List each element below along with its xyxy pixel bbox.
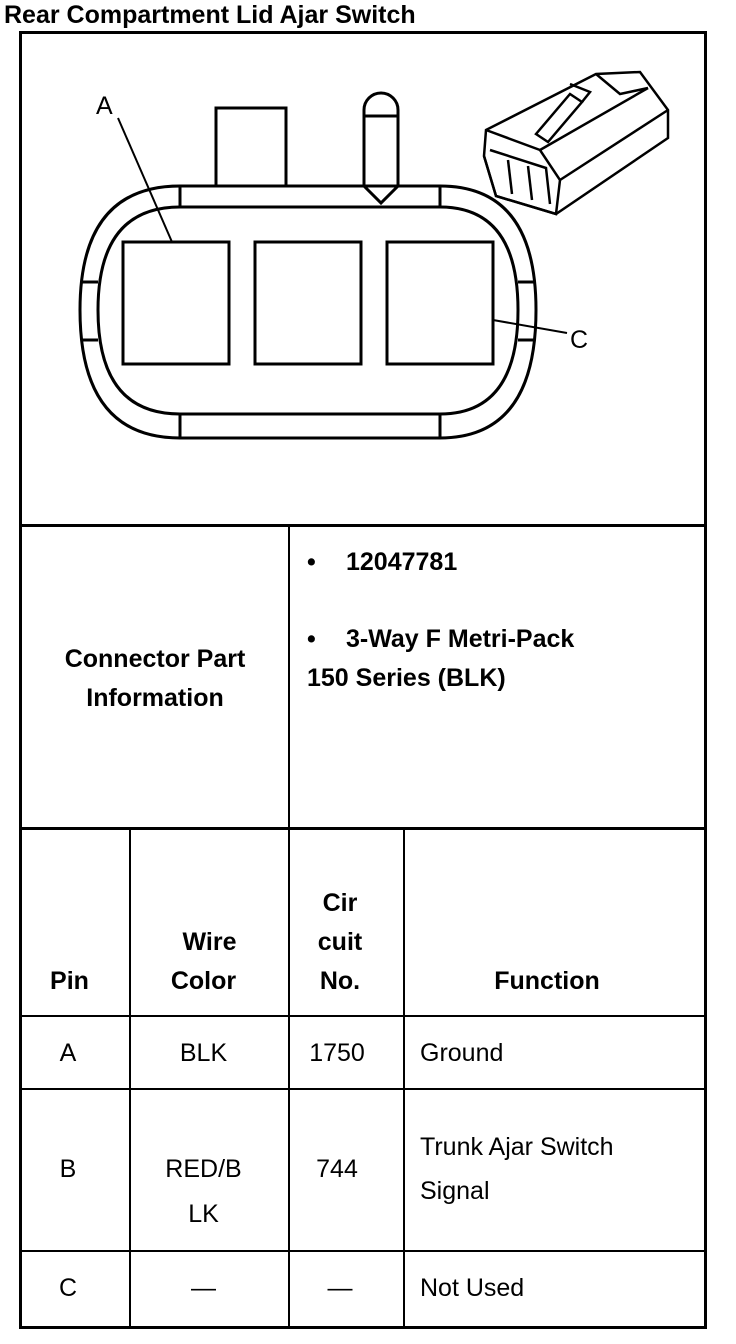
frame-bottom-border (19, 1326, 707, 1329)
frame-right-border (704, 31, 707, 1329)
connector-3d-illustration (482, 70, 670, 216)
cavity-b (253, 240, 363, 366)
header-function: Function (494, 967, 600, 995)
bullet-description: • (307, 625, 316, 653)
header-wire-color-line1: Wire (182, 928, 237, 956)
row-a-function: Ground (420, 1039, 504, 1067)
divider-wire-circuit (288, 828, 290, 1328)
divider-circuit-function (403, 828, 405, 1328)
row-a-wire-color: BLK (179, 1039, 228, 1067)
divider-diagram-info (19, 524, 707, 527)
cavity-c (385, 240, 495, 366)
row-c-function: Not Used (420, 1274, 525, 1302)
row-c-circuit: — (327, 1274, 353, 1302)
header-pin: Pin (50, 967, 89, 995)
divider-pin-wire (129, 828, 131, 1328)
cavity-a (121, 240, 231, 366)
row-b-function-line2: Signal (420, 1177, 490, 1205)
part-number: 12047781 (346, 548, 458, 576)
header-wire-color-line2: Color (170, 967, 237, 995)
row-c-pin: C (58, 1274, 78, 1302)
divider-info-column (288, 525, 290, 829)
row-b-pin: B (59, 1155, 77, 1183)
header-circuit-line1: Cir (322, 889, 358, 917)
connector-diagram: A C (78, 70, 670, 440)
connector-key (362, 91, 400, 206)
connector-description-line1: 3-Way F Metri-Pack (346, 625, 575, 653)
divider-row-a-row-b (19, 1088, 707, 1090)
connector-outer-shell (78, 184, 538, 440)
divider-info-table (19, 827, 707, 830)
header-circuit-line3: No. (319, 967, 361, 995)
header-circuit-line2: cuit (317, 928, 363, 956)
diagram-label-c: C (570, 326, 588, 354)
connector-description-line2: 150 Series (BLK) (307, 664, 506, 692)
row-a-circuit: 1750 (309, 1039, 365, 1067)
row-b-wire-color-line1: RED/B (165, 1155, 242, 1183)
divider-row-b-row-c (19, 1250, 707, 1252)
frame-top-border (19, 31, 707, 34)
row-a-pin: A (59, 1039, 77, 1067)
row-c-wire-color: — (191, 1274, 216, 1302)
connector-lock-tab (214, 106, 288, 186)
divider-header-row-a (19, 1015, 707, 1017)
connector-inner-shell (96, 205, 520, 416)
frame-left-border (19, 31, 22, 1329)
connector-info-label-line1: Connector Part (64, 645, 246, 673)
page-title: Rear Compartment Lid Ajar Switch (4, 1, 416, 29)
connector-info-label-line2: Information (86, 684, 224, 712)
row-b-wire-color-line2: LK (188, 1200, 219, 1228)
bullet-part-number: • (307, 548, 316, 576)
diagram-label-a: A (96, 92, 113, 120)
row-b-circuit: 744 (316, 1155, 358, 1183)
row-b-function-line1: Trunk Ajar Switch (420, 1133, 614, 1161)
